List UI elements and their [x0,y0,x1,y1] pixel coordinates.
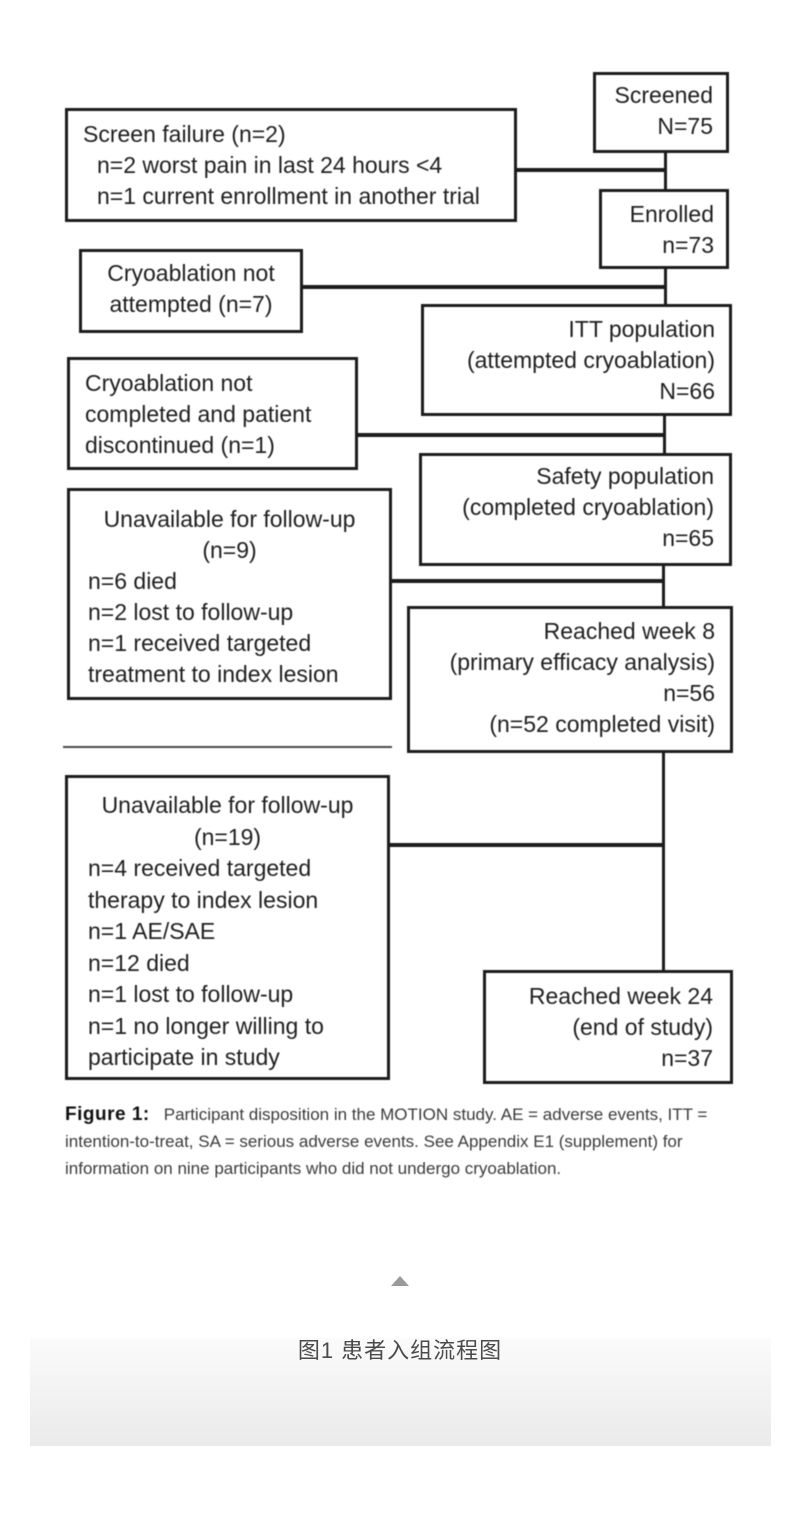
box-line: n=2 worst pain in last 24 hours <4 [97,152,443,178]
chinese-figure-caption: 图1 患者入组流程图 [297,1338,503,1363]
box-reached-week8: Reached week 8 (primary efficacy analysi… [407,606,733,753]
connector-unavailable19 [390,843,665,847]
box-line: N=66 [659,378,715,404]
box-line: (n=9) [202,537,257,563]
box-line: n=6 died [88,568,177,594]
collapse-triangle-up-icon[interactable] [391,1276,409,1286]
figure-caption-text: Participant disposition in the MOTION st… [65,1105,708,1178]
box-line: n=1 lost to follow-up [88,981,294,1007]
box-line: n=1 AE/SAE [88,918,216,944]
connector-cryo-not-attempted [303,285,667,289]
box-line: discontinued (n=1) [85,432,275,458]
box-cryoablation-not-attempted: Cryoablation not attempted (n=7) [79,249,303,333]
figure1-flow-diagram: Screened N=75 Screen failure (n=2) n=2 w… [63,72,749,1182]
box-line: Cryoablation not [85,370,253,396]
connector-screen-failure [517,168,667,172]
box-line: therapy to index lesion [88,886,319,913]
box-line: (end of study) [572,1014,713,1040]
connector-cryo-not-completed [358,433,666,437]
connector-unavailable9 [392,579,665,583]
box-line: N=75 [657,113,713,139]
box-line: Cryoablation not [107,260,275,286]
box-line: completed and patient [85,401,312,427]
box-line: ITT population [568,316,715,342]
box-line: Safety population [536,463,714,489]
box-line: Enrolled [629,201,714,227]
figure-caption: Figure 1:Participant disposition in the … [65,1101,749,1182]
box-line: Unavailable for follow-up [101,792,354,818]
box-line: n=12 died [88,949,190,976]
box-safety-population: Safety population (completed cryoablatio… [419,453,732,566]
box-unavailable-followup-9: Unavailable for follow-up (n=9) n=6 died… [67,488,392,700]
box-enrolled: Enrolled n=73 [599,189,729,269]
box-line: n=73 [662,232,714,258]
box-reached-week24: Reached week 24 (end of study) n=37 [483,970,733,1084]
box-line: attempted (n=7) [109,291,273,317]
box-line: Reached week 24 [528,983,713,1009]
box-unavailable-followup-19: Unavailable for follow-up (n=19) n=4 rec… [65,775,390,1080]
figure-caption-label: Figure 1: [65,1104,150,1125]
section-divider-line [63,746,392,748]
footer-gradient-panel [30,1338,771,1446]
box-line: n=1 current enrollment in another trial [97,183,480,209]
box-screened: Screened N=75 [593,72,729,153]
box-line: treatment to index lesion [88,661,339,687]
box-line: n=56 [663,680,715,706]
box-itt-population: ITT population (attempted cryoablation) … [421,304,732,416]
connector-screened-enrolled [664,153,667,193]
box-line: n=1 no longer willing to [88,1012,324,1039]
box-line: Reached week 8 [543,618,715,644]
box-line: Screen failure (n=2) [83,121,286,147]
box-line: n=37 [661,1045,713,1071]
box-line: Unavailable for follow-up [103,506,356,532]
connector-safety-week8 [662,566,665,609]
box-line: n=65 [662,525,714,551]
box-line: (primary efficacy analysis) [449,649,715,675]
box-line: Screened [614,82,713,108]
box-screen-failure: Screen failure (n=2) n=2 worst pain in l… [65,108,517,222]
box-line: (attempted cryoablation) [466,347,715,373]
connector-week8-week24 [662,753,665,973]
box-line: participate in study [88,1044,280,1070]
box-line: n=2 lost to follow-up [88,599,294,625]
box-line: n=4 received targeted [88,855,312,881]
box-cryoablation-not-completed: Cryoablation not completed and patient d… [67,357,358,470]
box-line: n=1 received targeted [88,630,312,656]
box-line: (n=52 completed visit) [489,711,715,737]
box-line: (completed cryoablation) [462,494,714,520]
box-line: (n=19) [193,823,262,850]
